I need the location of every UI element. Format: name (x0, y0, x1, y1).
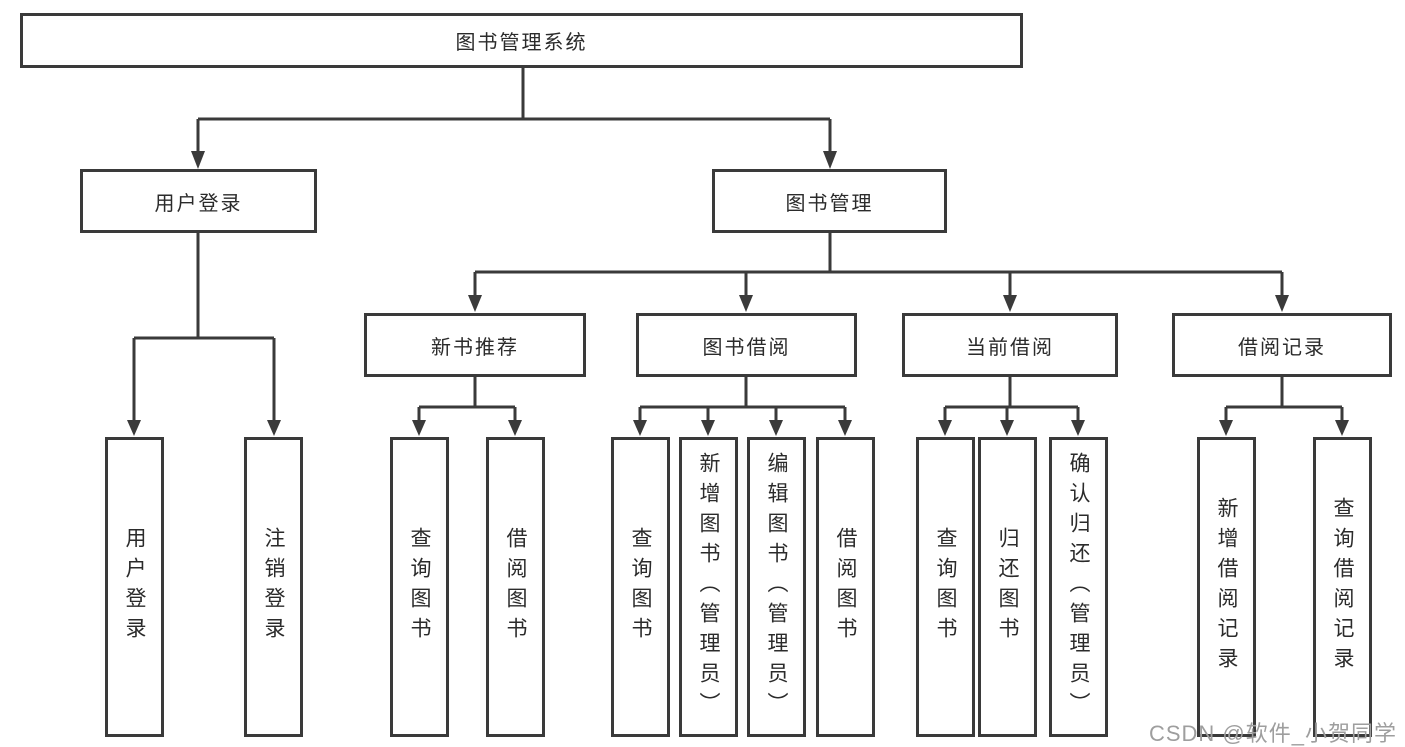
node-leaf-borrow-books-recommend: 借阅图书 (486, 437, 545, 737)
node-leaf-add-books-admin: 新增图书（管理员） (679, 437, 738, 737)
node-book-management: 图书管理 (712, 169, 947, 233)
node-borrowing-records: 借阅记录 (1172, 313, 1392, 377)
node-leaf-confirm-return-admin: 确认归还（管理员） (1049, 437, 1108, 737)
node-leaf-user-login: 用户登录 (105, 437, 164, 737)
node-leaf-return-books: 归还图书 (978, 437, 1037, 737)
node-leaf-query-books-borrowing: 查询图书 (611, 437, 670, 737)
node-leaf-query-books-recommend: 查询图书 (390, 437, 449, 737)
node-leaf-edit-books-admin: 编辑图书（管理员） (747, 437, 806, 737)
csdn-watermark: CSDN @软件_小贺同学 (1148, 721, 1397, 746)
node-leaf-logout: 注销登录 (244, 437, 303, 737)
node-leaf-query-borrow-record: 查询借阅记录 (1313, 437, 1372, 737)
node-current-borrowing: 当前借阅 (902, 313, 1118, 377)
node-user-login: 用户登录 (80, 169, 317, 233)
node-new-book-recommendation: 新书推荐 (364, 313, 586, 377)
node-leaf-query-books-current: 查询图书 (916, 437, 975, 737)
node-leaf-add-borrow-record: 新增借阅记录 (1197, 437, 1256, 737)
node-leaf-borrow-books-borrowing: 借阅图书 (816, 437, 875, 737)
node-book-management-system: 图书管理系统 (20, 13, 1023, 68)
node-book-borrowing: 图书借阅 (636, 313, 857, 377)
